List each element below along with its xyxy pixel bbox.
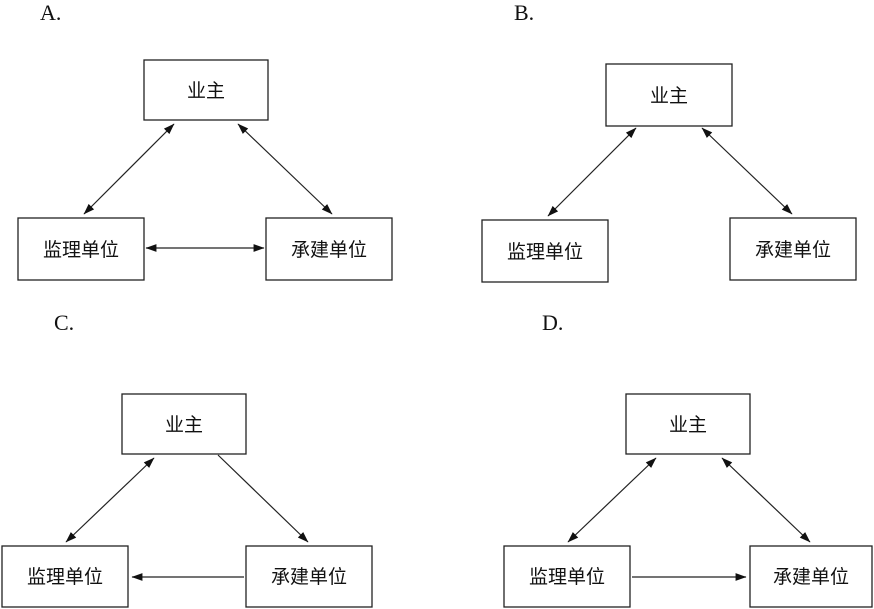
supervisor-label: 监理单位 — [529, 566, 605, 588]
owner-box: 业主 — [121, 393, 247, 455]
owner-box: 业主 — [625, 393, 751, 455]
supervisor-box: 监理单位 — [503, 545, 631, 608]
option-label-c: C. — [54, 310, 74, 335]
supervisor-label: 监理单位 — [27, 566, 103, 588]
edge-owner-contractor — [701, 127, 793, 215]
edge-owner-contractor — [217, 454, 309, 543]
diagram-c: C. 业主 监理单位 承建单位 — [1, 310, 373, 608]
contractor-box: 承建单位 — [245, 545, 373, 608]
option-label-d: D. — [542, 310, 563, 335]
edge-owner-supervisor — [567, 457, 657, 543]
edge-owner-supervisor — [547, 127, 637, 217]
owner-label: 业主 — [165, 414, 203, 436]
supervisor-box: 监理单位 — [1, 545, 129, 608]
contractor-label: 承建单位 — [773, 566, 849, 588]
owner-box: 业主 — [605, 63, 733, 127]
option-label-b: B. — [514, 0, 534, 25]
edge-owner-supervisor — [83, 123, 175, 215]
contractor-label: 承建单位 — [755, 239, 831, 261]
supervisor-label: 监理单位 — [507, 241, 583, 263]
diagram-a: A. 业主 监理单位 承建单位 — [17, 0, 393, 281]
supervisor-box: 监理单位 — [17, 217, 145, 281]
owner-label: 业主 — [187, 80, 225, 102]
owner-label: 业主 — [650, 85, 688, 107]
owner-label: 业主 — [669, 414, 707, 436]
edge-owner-supervisor — [65, 457, 155, 543]
edge-owner-contractor — [721, 457, 811, 543]
contractor-label: 承建单位 — [271, 566, 347, 588]
contractor-label: 承建单位 — [291, 239, 367, 261]
edge-owner-contractor — [237, 123, 333, 215]
contractor-box: 承建单位 — [749, 545, 873, 608]
diagram-b: B. 业主 监理单位 承建单位 — [481, 0, 857, 283]
supervisor-box: 监理单位 — [481, 219, 609, 283]
supervisor-label: 监理单位 — [43, 239, 119, 261]
contractor-box: 承建单位 — [729, 217, 857, 281]
option-label-a: A. — [40, 0, 61, 25]
contractor-box: 承建单位 — [265, 217, 393, 281]
owner-box: 业主 — [143, 59, 269, 121]
diagram-d: D. 业主 监理单位 承建单位 — [503, 310, 873, 608]
